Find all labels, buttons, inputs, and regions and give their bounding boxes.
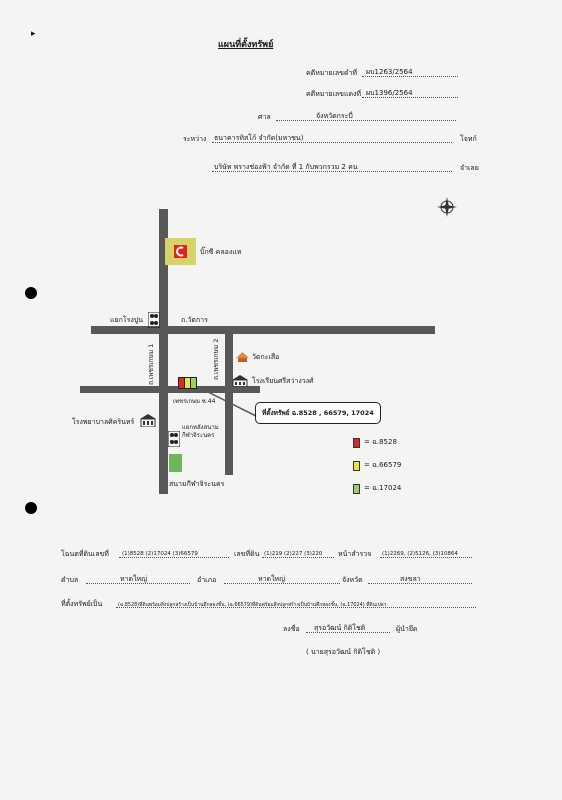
dotted-line: [224, 583, 340, 584]
dotted-line: [212, 142, 452, 143]
district-label: อำเภอ: [197, 576, 217, 584]
legend-label: = ฉ.17024: [364, 484, 402, 492]
punch-hole: [25, 287, 37, 299]
dotted-line: [306, 632, 390, 633]
signer-full-name: ( นายสุรอวัฒน์ กิติโชติ ): [306, 648, 381, 656]
market-block: [165, 238, 196, 265]
road-soi: [80, 386, 260, 393]
soi-left-label: ถ.เพชรเกษม 1: [147, 343, 155, 385]
case-black-label: คดีหมายเลขดำที่: [306, 69, 358, 77]
punch-hole: [25, 502, 37, 514]
road-diagonal: [191, 383, 265, 421]
soi-right-label: ถ.เพชรเกษม 2: [212, 338, 220, 380]
dotted-line: [368, 583, 472, 584]
soi-small-label: เพชรเกษม ซ.44: [173, 398, 216, 405]
property-block-17024: [190, 377, 197, 389]
defendant-value: บริษัท พรางช่องฟ้า จำกัด ที่ 1 กับพวกรวม…: [214, 163, 358, 171]
court-value: จังหวัดกระบี่: [316, 112, 353, 120]
road-vertical-left: [159, 209, 168, 494]
case-red-label: คดีหมายเลขแดงที่: [306, 90, 362, 98]
survey-value: (1)2269, (2)5126, (3)10864: [382, 551, 458, 557]
road-main: [91, 326, 435, 334]
dotted-line: [380, 557, 472, 558]
school-label: โรงเรียนศรีสว่างวงศ์: [252, 377, 314, 385]
signer-name: สุรอวัฒน์ กิติโชติ: [314, 624, 366, 632]
temple-label: วัดกะเสือ: [252, 353, 280, 361]
stadium-label: สนามกีฬาจิระนคร: [169, 480, 225, 488]
legend-label: = ฉ.8528: [364, 438, 397, 446]
land-no-label: เลขที่ดิน: [234, 550, 260, 558]
stadium-block: [169, 454, 182, 472]
school-icon: [232, 375, 248, 387]
dotted-line: [212, 171, 452, 172]
market-label: บิ๊กซี คลองแห: [200, 248, 242, 256]
property-label: ที่ตั้งทรัพย์เป็น: [61, 600, 103, 608]
temple-icon: [236, 352, 249, 362]
page-title: แผนที่ตั้งทรัพย์: [218, 40, 274, 50]
legend-label: = ฉ.66579: [364, 461, 402, 469]
province-value: สงขลา: [400, 575, 421, 583]
dotted-line: [262, 557, 334, 558]
deed-value: (1)8528 (2)17024 (3)66579: [122, 551, 198, 557]
case-black-value: ผบ1263/2564: [366, 68, 413, 76]
dotted-line: [362, 76, 458, 77]
subdistrict-value: หาดใหญ่: [120, 575, 148, 583]
intersection-label: แยกโรงปูน: [110, 316, 144, 324]
signed-prefix: ลงชื่อ: [283, 625, 300, 633]
market-logo-icon: [174, 245, 187, 258]
province-label: จังหวัด: [342, 576, 363, 584]
dotted-line: [276, 120, 456, 121]
property-callout: ที่ตั้งทรัพย์ ฉ.8528 , 66579, 17024: [255, 402, 381, 424]
plaintiff-value: ธนาคารทิสโก้ จำกัด(มหาชน): [214, 134, 304, 142]
legend-swatch: [353, 461, 360, 471]
court-label: ศาล: [258, 113, 271, 121]
traffic-light-icon: [168, 431, 180, 447]
plaintiff-role: โจทก์: [460, 135, 477, 143]
signer-role: ผู้นำยึด: [396, 625, 418, 633]
road-main-label: ถ.วัดการ: [181, 316, 208, 324]
legend-swatch: [353, 438, 360, 448]
traffic-light-icon: [148, 312, 160, 328]
deed-label: โฉนดที่ดินเลขที่: [61, 550, 109, 558]
between-label: ระหว่าง: [183, 135, 207, 143]
defendant-role: จำเลย: [460, 164, 479, 172]
dotted-line: [86, 583, 190, 584]
traffic-light-label: แยกหลังสนาม กีฬาจิระนคร: [182, 424, 219, 439]
dotted-line: [119, 557, 229, 558]
road-vertical-right: [225, 333, 233, 475]
hospital-icon: [140, 414, 156, 427]
dotted-line: [362, 97, 458, 98]
land-no-value: (1)219 (2)227 (3)220: [264, 551, 323, 557]
district-value: หาดใหญ่: [258, 575, 286, 583]
dotted-line: [116, 607, 476, 608]
case-red-value: ผบ1396/2564: [366, 89, 413, 97]
legend-swatch: [353, 484, 360, 494]
subdistrict-label: ตำบล: [61, 576, 79, 584]
hospital-label: โรงพยาบาลศิครินทร์: [72, 418, 135, 426]
survey-label: หน้าสำรวจ: [338, 550, 372, 558]
corner-mark-icon: ▸: [31, 29, 36, 39]
property-value: (ฉ.8528)ที่ดินพร้อมสิ่งปลูกสร้างเป็นบ้าน…: [118, 602, 387, 608]
compass-icon: [437, 197, 457, 217]
